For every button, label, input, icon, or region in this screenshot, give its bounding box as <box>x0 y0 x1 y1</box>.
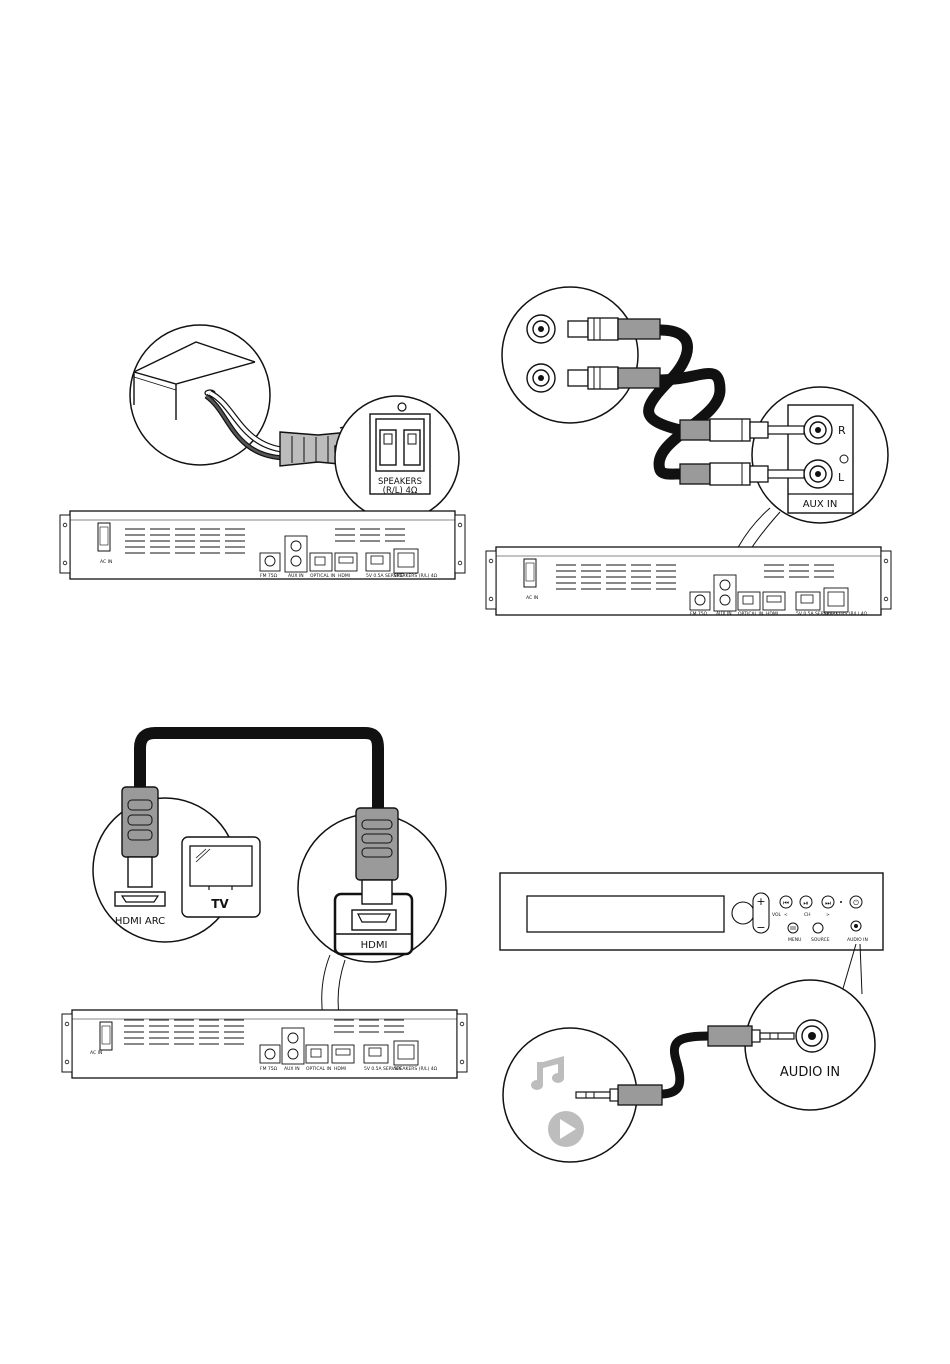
rear-fm-label: FM 75Ω <box>260 573 278 579</box>
aux-in-connection-panel: R L AUX IN AC IN <box>485 286 892 617</box>
svg-text:+: + <box>756 895 765 908</box>
rca-plug-top-right <box>679 418 805 442</box>
aux-jack-magnifier: R L AUX IN <box>751 386 889 524</box>
audio-in-label: AUDIO IN <box>780 1065 840 1080</box>
hdmi-plug-unit-side <box>355 807 399 905</box>
music-player-magnifier <box>502 1027 638 1163</box>
rear-panel-unit: AC IN FM 75Ω AUX IN OPTICAL IN HDMI 5V 0… <box>59 510 466 580</box>
front-audio-in-label: AUDIO IN <box>847 937 868 943</box>
aux-left-label: L <box>838 471 845 484</box>
aux-right-label: R <box>838 424 846 437</box>
rear-ac-in-label: AC IN <box>90 1050 102 1056</box>
rear-usb-label: 5V 0.5A SERVICE <box>364 1066 402 1072</box>
mini-jack-plug-unit-side <box>707 1025 795 1047</box>
rear-usb-label: 5V 0.5A SERVICE <box>796 611 834 617</box>
svg-text:⏮: ⏮ <box>783 899 789 907</box>
unit-hdmi-label: HDMI <box>361 940 388 951</box>
speakers-connection-panel: SPEAKERS (R/L) 4Ω AC IN FM 75Ω AUX IN OP… <box>59 324 466 580</box>
rear-speakers-label: SPEAKERS (R/L) 4Ω <box>394 573 438 579</box>
music-note-icon <box>531 1056 564 1090</box>
front-prev-label: < <box>784 912 788 918</box>
svg-text:−: − <box>756 921 765 934</box>
front-source-label: SOURCE <box>811 937 830 943</box>
rear-aux-label: AUX IN <box>284 1066 300 1072</box>
rca-plug-top-left <box>567 317 661 341</box>
rear-optical-label: OPTICAL IN <box>310 573 335 579</box>
front-ch-label: CH <box>804 912 811 918</box>
tv-label: TV <box>211 897 229 911</box>
rear-panel-unit: AC IN FM 75Ω AUX IN OPTICAL IN HDMI 5V 0… <box>485 546 892 617</box>
rear-hdmi-label: HDMI <box>338 573 350 579</box>
audio-in-connection-panel: + − VOL ⏮ ⏯ ⏭ ⏻ < CH > MENU SOURCE AUDIO… <box>499 872 884 1163</box>
hdmi-plug-tv-side <box>121 786 159 888</box>
rear-hdmi-label: HDMI <box>766 611 778 617</box>
svg-text:⏻: ⏻ <box>853 899 859 907</box>
rear-panel-unit: AC IN FM 75Ω AUX IN OPTICAL IN HDMI 5V 0… <box>61 1009 468 1079</box>
rca-plug-bottom-right <box>679 462 805 486</box>
rear-aux-label: AUX IN <box>288 573 304 579</box>
hdmi-arc-label: HDMI ARC <box>115 916 165 927</box>
speakers-jack-magnifier: SPEAKERS (R/L) 4Ω <box>334 395 460 521</box>
front-next-label: > <box>826 912 830 918</box>
rear-hdmi-label: HDMI <box>334 1066 346 1072</box>
rear-optical-label: OPTICAL IN <box>738 611 763 617</box>
aux-in-label: AUX IN <box>803 499 838 510</box>
svg-text:⏯: ⏯ <box>803 899 808 907</box>
speakers-label-line1: SPEAKERS <box>378 477 422 487</box>
rear-aux-label: AUX IN <box>716 611 732 617</box>
rear-usb-label: 5V 0.5A SERVICE <box>366 573 404 579</box>
front-panel-unit: + − VOL ⏮ ⏯ ⏭ ⏻ < CH > MENU SOURCE AUDIO… <box>499 872 884 951</box>
play-icon <box>548 1111 584 1147</box>
rear-ac-in-label: AC IN <box>100 559 112 565</box>
source-rca-magnifier <box>501 286 639 424</box>
mini-jack-plug-player-side <box>575 1084 663 1106</box>
front-menu-label: MENU <box>788 937 801 943</box>
speakers-label-line2: (R/L) 4Ω <box>383 486 418 496</box>
tv-hdmi-magnifier: TV HDMI ARC <box>92 797 261 943</box>
hdmi-connection-panel: TV HDMI ARC HDMI <box>61 727 468 1079</box>
rear-ac-in-label: AC IN <box>526 595 538 601</box>
audio-in-jack-magnifier: AUDIO IN <box>744 979 876 1111</box>
rear-fm-label: FM 75Ω <box>260 1066 278 1072</box>
rear-speakers-label: SPEAKERS (R/L) 4Ω <box>824 611 868 617</box>
svg-text:⏭: ⏭ <box>825 899 831 907</box>
rear-fm-label: FM 75Ω <box>690 611 708 617</box>
front-vol-label: VOL <box>772 912 782 918</box>
rca-plug-bottom-left <box>567 366 661 390</box>
rear-speakers-label: SPEAKERS (R/L) 4Ω <box>394 1066 438 1072</box>
rear-optical-label: OPTICAL IN <box>306 1066 331 1072</box>
